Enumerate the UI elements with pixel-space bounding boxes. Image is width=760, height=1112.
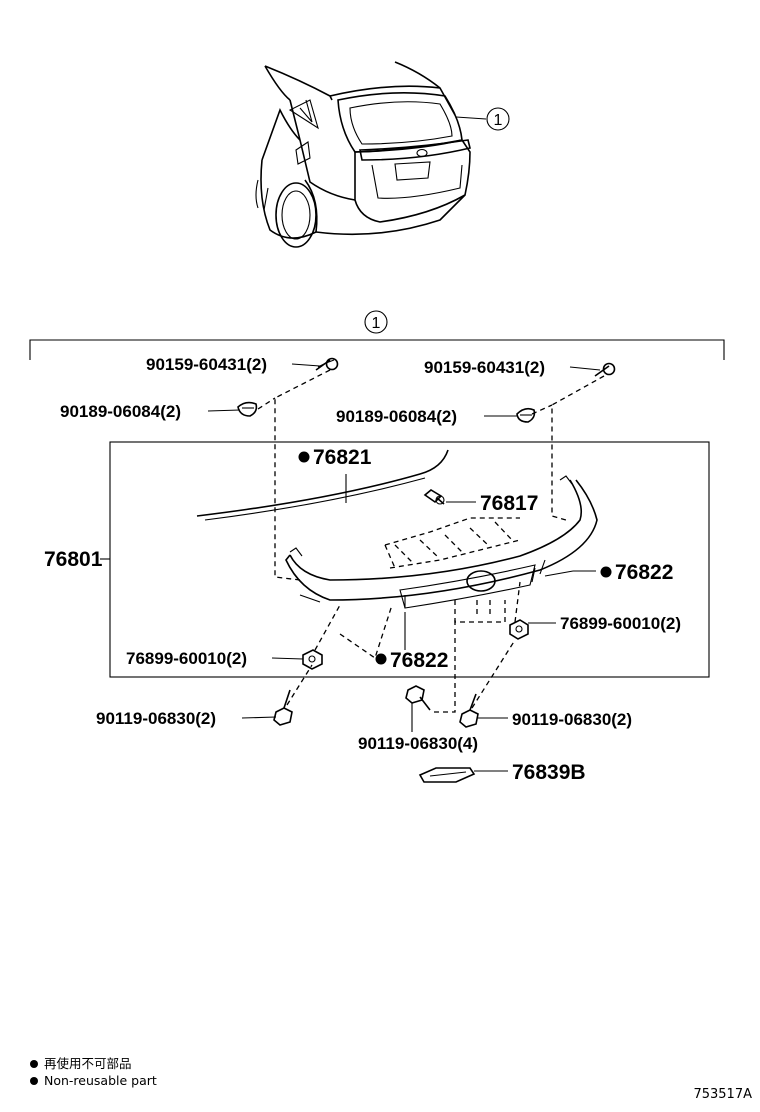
bullet-icon <box>30 1076 38 1085</box>
bullet-icon <box>30 1059 38 1068</box>
bolt-center-icon <box>405 685 431 711</box>
callout-1-label: 1 <box>494 112 503 129</box>
bolt-left-icon <box>273 689 293 726</box>
part-number-label: 76839B <box>512 761 586 784</box>
assembly-bracket: 1 <box>29 310 725 360</box>
legend-row-japanese: 再使用不可部品 <box>30 1056 132 1071</box>
nut-left-icon <box>302 649 323 670</box>
clip-top-right-icon <box>516 407 536 423</box>
clip-top-left-icon <box>237 401 258 417</box>
part-number-label: 90189-06084(2) <box>60 402 181 421</box>
legend-text-japanese: 再使用不可部品 <box>44 1056 132 1071</box>
diagram-id: 753517A <box>693 1087 752 1102</box>
non-reusable-marker <box>375 653 387 665</box>
part-number-label: 76821 <box>313 446 372 469</box>
callout-1-group-label: 1 <box>372 315 381 332</box>
legend-row-english: Non-reusable part <box>30 1073 157 1088</box>
vehicle-rear-illustration: 1 <box>255 61 510 248</box>
part-number-label: 90159-60431(2) <box>424 358 545 377</box>
bolt-right-icon <box>459 693 479 728</box>
part-number-label: 76822 <box>390 649 448 672</box>
bracket-icon <box>418 767 476 783</box>
part-number-label: 76899-60010(2) <box>560 614 681 633</box>
stud-icon <box>423 489 445 505</box>
screw-top-left-icon <box>315 357 339 371</box>
part-number-label: 90119-06830(2) <box>512 710 632 729</box>
part-number-label: 76822 <box>615 561 673 584</box>
nut-right-icon <box>509 619 529 640</box>
part-number-label: 76899-60010(2) <box>126 649 247 668</box>
part-number-label: 90189-06084(2) <box>336 407 457 426</box>
legend-text-english: Non-reusable part <box>44 1073 157 1088</box>
part-number-label: 76817 <box>480 492 538 515</box>
part-number-label: 90159-60431(2) <box>146 355 267 374</box>
garnish-strip <box>196 449 449 517</box>
non-reusable-marker <box>298 451 310 463</box>
part-number-label: 76801 <box>44 548 103 571</box>
garnish-panel <box>285 475 598 609</box>
non-reusable-marker <box>600 566 612 578</box>
part-number-label: 90119-06830(2) <box>96 709 216 728</box>
screw-top-right-icon <box>594 362 616 377</box>
part-number-label: 90119-06830(4) <box>358 734 478 753</box>
